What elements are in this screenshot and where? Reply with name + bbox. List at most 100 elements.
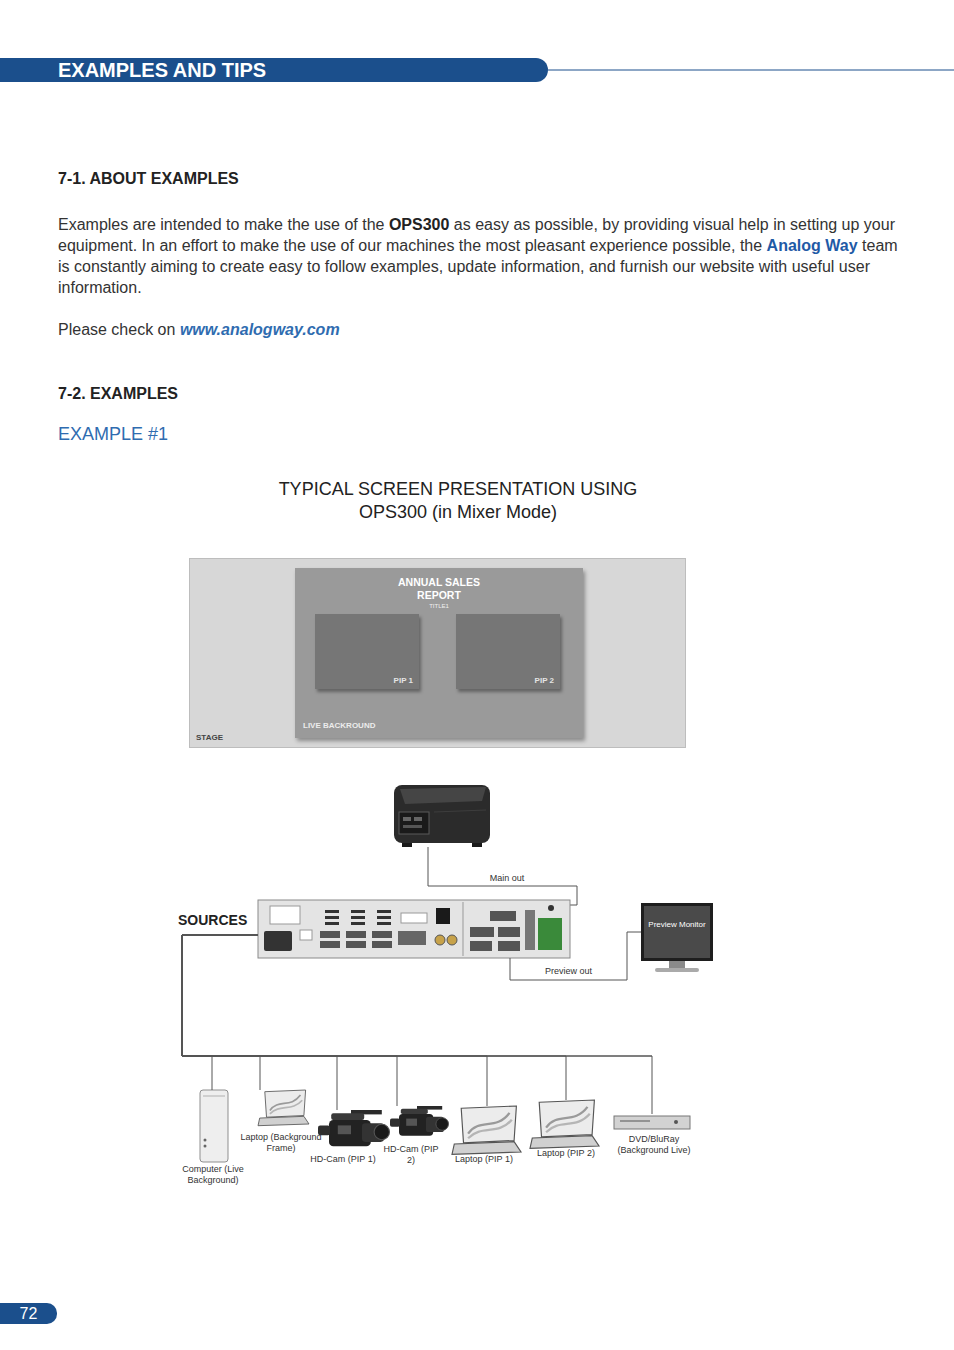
main-out-wire: [428, 847, 577, 905]
ops300-rear-panel: [470, 941, 492, 951]
product-name: OPS300: [389, 216, 449, 233]
stage-area: STAGE ANNUAL SALES REPORTTITLE1LIVE BACKR…: [189, 558, 686, 748]
ops300-rear-panel: [436, 908, 450, 924]
ops300-rear-panel: [463, 902, 464, 956]
projector: [394, 785, 490, 843]
dvd-player: [614, 1116, 690, 1129]
ops300-rear-panel: [258, 900, 570, 958]
dvd-player: [674, 1120, 678, 1124]
node-text: LIVE BACKROUND: [303, 721, 375, 730]
computer-tower: [204, 1139, 207, 1142]
laptop: [530, 1100, 599, 1148]
monitor-stand: [655, 968, 699, 972]
computer-tower: [200, 1090, 228, 1162]
node-text: ANNUAL SALES REPORT: [389, 576, 489, 602]
ops300-rear-panel: [470, 927, 494, 937]
ops300-rear-panel: [351, 916, 365, 919]
source-camera: HD-Cam (PIP 2): [382, 1106, 440, 1168]
ops300-rear-panel: [525, 910, 535, 950]
ops300-rear-panel: [447, 935, 457, 945]
company-name: Analog Way: [767, 237, 858, 254]
ops300-rear-panel: [320, 941, 340, 948]
laptop: [530, 1100, 599, 1148]
projector: [403, 817, 411, 821]
ops300-rear-panel: [435, 935, 445, 945]
source-laptop: Laptop (PIP 2): [526, 1100, 606, 1161]
projector: [403, 825, 422, 828]
page-heading: EXAMPLES AND TIPS: [58, 59, 266, 82]
section-heading: 7-2. EXAMPLES: [58, 385, 178, 403]
node-text: TITLE1: [389, 603, 489, 610]
ops300-rear-panel: [548, 905, 554, 911]
node-text: Laptop (Background Frame): [236, 1132, 326, 1154]
wire-label: Main out: [478, 873, 536, 884]
projector: [402, 843, 412, 847]
main-out-wire: [428, 847, 577, 905]
signal-cable: [182, 935, 566, 1100]
ops300-rear-panel: [377, 922, 391, 925]
hd-camera: [390, 1106, 449, 1136]
projector: [400, 787, 486, 804]
wire-label: Preview out: [543, 966, 594, 977]
ops300-rear-panel: [398, 931, 426, 945]
signal-cable: [182, 935, 258, 1090]
laptop: [452, 1106, 521, 1154]
header-bar: [0, 58, 954, 82]
monitor-stand: [669, 961, 685, 969]
computer-tower: [204, 1145, 207, 1148]
source-laptop: Laptop (PIP 1): [446, 1106, 522, 1167]
node-text: HD-Cam (PIP 1): [305, 1154, 381, 1165]
signal-cable: [182, 935, 260, 1090]
node-text: PIP 1: [394, 676, 413, 685]
pip-window: PIP 1: [315, 614, 419, 689]
page-number: 72: [0, 1304, 57, 1323]
ops300-rear-panel: [538, 918, 562, 950]
node-text: PIP 2: [535, 676, 554, 685]
ops300-rear-panel: [270, 906, 300, 924]
source-laptop: Laptop (Background Frame): [236, 1090, 326, 1156]
signal-cable: [182, 935, 397, 1106]
ops300-rear-panel: [320, 931, 340, 938]
paragraph: Examples are intended to make the use of…: [58, 214, 898, 298]
header-bar: [548, 70, 954, 71]
signal-cable: [510, 932, 641, 980]
ops300-rear-panel: [346, 941, 366, 948]
ops300-rear-panel: [258, 900, 570, 958]
ops300-rear-panel: [351, 922, 365, 925]
projector: [394, 785, 490, 847]
ops300-rear-panel: [346, 931, 366, 938]
section-heading: 7-1. ABOUT EXAMPLES: [58, 170, 239, 188]
signal-cable: [182, 935, 652, 1114]
node-text: SOURCES: [178, 912, 247, 928]
page-number-tab: [0, 1303, 57, 1324]
laptop: [452, 1106, 521, 1154]
ops300-rear-panel: [372, 941, 392, 948]
node-text: HD-Cam (PIP 2): [382, 1144, 440, 1166]
ops300-rear-panel: [372, 931, 392, 938]
body-text: Examples are intended to make the use of…: [58, 216, 384, 233]
node-text: STAGE: [196, 733, 223, 742]
laptop: [258, 1090, 309, 1126]
source-camera: HD-Cam (PIP 1): [305, 1110, 381, 1167]
ops300-rear-panel: [377, 910, 391, 913]
pip-window: PIP 2: [456, 614, 560, 689]
ops300-rear-panel: [377, 916, 391, 919]
node-text: Laptop (PIP 2): [526, 1148, 606, 1159]
preview-monitor: Preview Monitor: [641, 903, 713, 961]
ops300-rear-panel: [498, 941, 520, 951]
signal-cable: [182, 935, 337, 1110]
dvd-player: [614, 1116, 690, 1129]
projector: [414, 817, 422, 821]
hd-camera: [318, 1110, 390, 1146]
monitor-stand: [655, 961, 699, 972]
ops300-rear-panel: [498, 927, 520, 937]
projector: [399, 812, 429, 834]
header-bar: [0, 58, 548, 82]
ops300-rear-panel: [264, 931, 292, 951]
computer-tower: [200, 1090, 228, 1162]
projector: [434, 810, 486, 812]
diagram-title: TYPICAL SCREEN PRESENTATION USING OPS300…: [248, 478, 668, 524]
ops300-unit: SOURCES: [258, 900, 570, 958]
hd-camera: [390, 1106, 449, 1136]
